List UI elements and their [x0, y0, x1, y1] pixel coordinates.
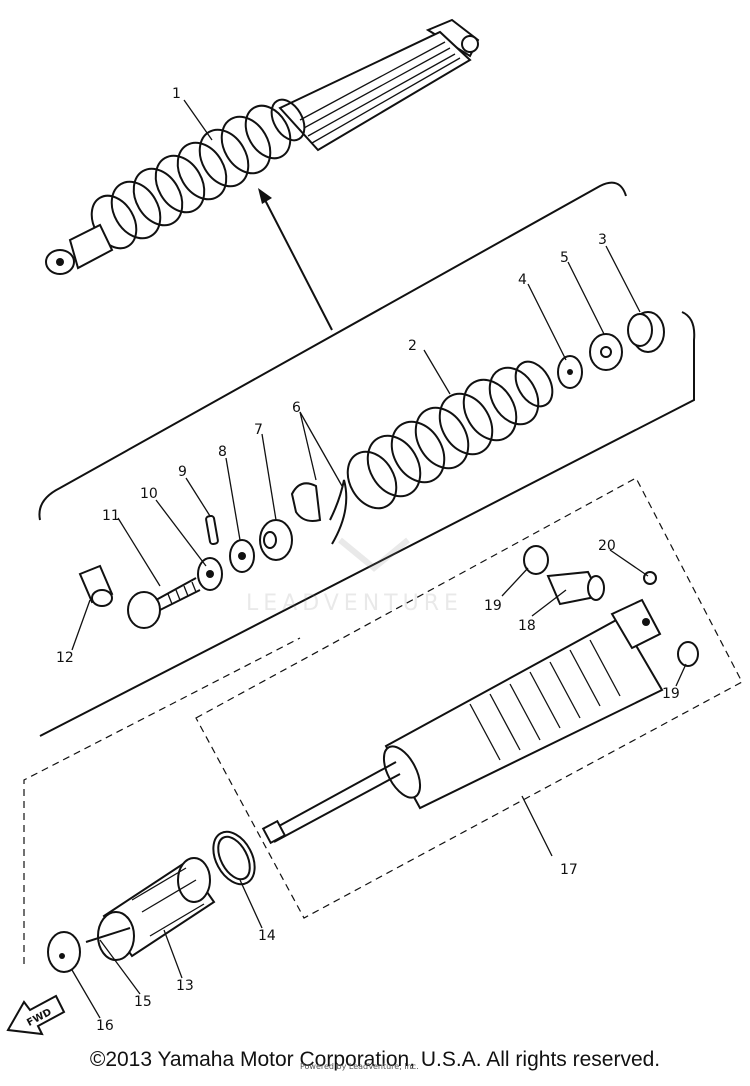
- damper-17: [261, 598, 664, 845]
- label-part-9: 9: [178, 464, 187, 480]
- needle-15: [85, 927, 131, 943]
- small-credit: Powered by LeadVenture, Inc.: [300, 1062, 419, 1071]
- label-part-7: 7: [254, 422, 263, 438]
- sleeve-13: [97, 857, 216, 961]
- label-part-20: 20: [598, 538, 616, 554]
- label-part-4: 4: [518, 272, 527, 288]
- spring-seat-7: [259, 519, 293, 561]
- adjuster-8: [229, 539, 255, 573]
- washer-4: [557, 355, 583, 389]
- bolt-11: [127, 577, 201, 629]
- cap-3: [627, 311, 665, 353]
- watermark: LEADVENTURE: [246, 537, 463, 616]
- bolt-18: [546, 570, 605, 606]
- forward-arrow: FWD: [6, 994, 66, 1036]
- label-part-13: 13: [176, 978, 194, 994]
- label-part-15: 15: [134, 994, 152, 1010]
- label-part-1: 1: [172, 86, 181, 102]
- collar-19-top: [523, 545, 549, 575]
- label-part-2: 2: [408, 338, 417, 354]
- label-part-18: 18: [518, 618, 536, 634]
- exploded-parts-diagram: 1 2 3 4 5 6 7 8 9 10 11 12 13 14 15 16 1…: [6, 18, 743, 1036]
- pin-9: [205, 514, 219, 546]
- group-bracket-right: [39, 311, 696, 737]
- part-labels: 1 2 3 4 5 6 7 8 9 10 11 12 13 14 15 16 1…: [56, 86, 680, 1034]
- leader-lines: [71, 99, 687, 1019]
- watermark-text: LEADVENTURE: [246, 591, 463, 616]
- left-dashed-guide: [23, 637, 301, 964]
- label-part-10: 10: [140, 486, 158, 502]
- label-part-8: 8: [218, 444, 227, 460]
- o-ring-14: [212, 830, 256, 886]
- collar-19-bottom: [677, 641, 699, 667]
- group-bracket: [38, 181, 627, 521]
- gear-10: [197, 557, 223, 591]
- assembly-arrow: [258, 188, 333, 331]
- label-part-14: 14: [258, 928, 276, 944]
- spring-seat-5: [589, 333, 623, 371]
- label-part-17: 17: [560, 862, 578, 878]
- spring: [346, 360, 554, 510]
- copyright-notice: ©2013 Yamaha Motor Corporation, U.S.A. A…: [89, 1048, 661, 1071]
- label-part-19a: 19: [484, 598, 502, 614]
- assembled-shock-absorber: [45, 18, 480, 275]
- label-part-6: 6: [292, 400, 301, 416]
- label-part-11: 11: [102, 508, 120, 524]
- label-part-3: 3: [598, 232, 607, 248]
- label-part-12: 12: [56, 650, 74, 666]
- label-part-16: 16: [96, 1018, 114, 1034]
- label-part-19b: 19: [662, 686, 680, 702]
- label-part-5: 5: [560, 250, 569, 266]
- bushing-12: [78, 564, 114, 607]
- cap-16: [47, 931, 81, 973]
- retainer-6: [290, 479, 348, 545]
